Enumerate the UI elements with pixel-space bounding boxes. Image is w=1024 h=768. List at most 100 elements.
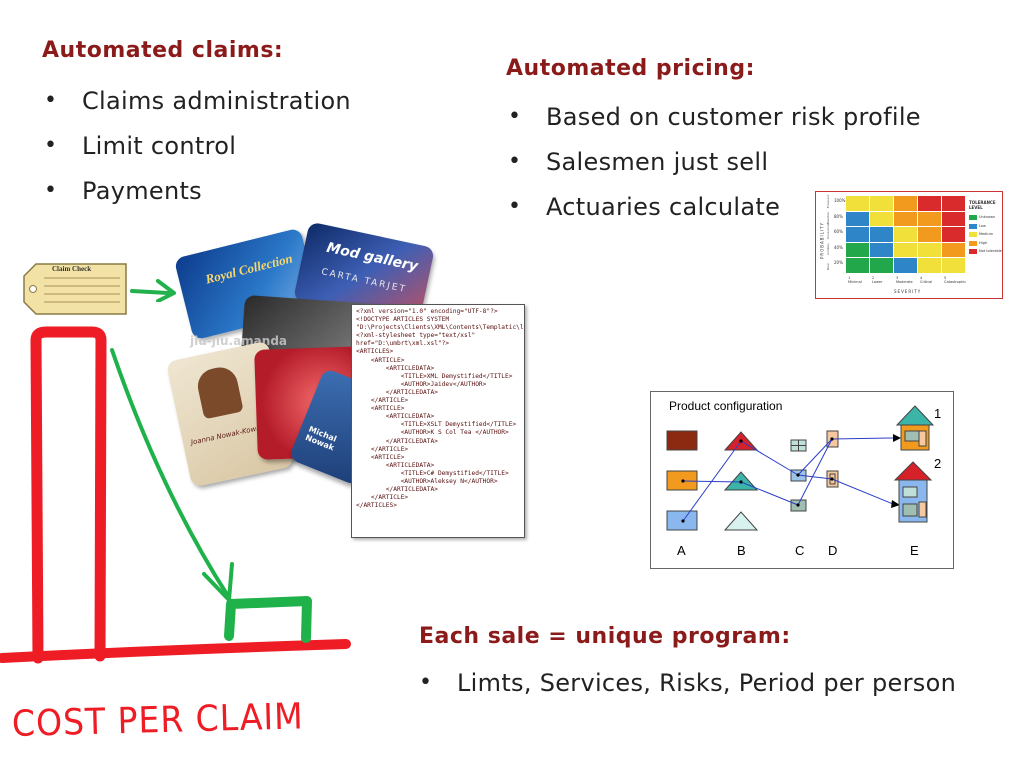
product-config-graphic bbox=[666, 405, 935, 531]
heatmap-x-tick: 3 Moderate bbox=[896, 276, 913, 284]
heatmap-y-tick: 20% bbox=[834, 260, 843, 266]
heatmap-cell bbox=[846, 196, 869, 211]
column-label-e: E bbox=[910, 543, 919, 558]
xml-line: <?xml-stylesheet type="text/xsl" bbox=[356, 332, 476, 340]
list-item: Limit control bbox=[44, 132, 402, 177]
sale-heading: Each sale = unique program: bbox=[419, 624, 791, 649]
heatmap-cell bbox=[942, 242, 965, 258]
heatmap-cell bbox=[918, 227, 941, 242]
list-item: Actuaries calculate bbox=[508, 193, 976, 238]
list-item: Payments bbox=[44, 177, 402, 222]
sale-list: Limts, Services, Risks, Period per perso… bbox=[419, 669, 1019, 714]
list-item: Claims administration bbox=[44, 87, 402, 132]
xml-line: <AUTHOR>Aleksey N</AUTHOR> bbox=[356, 477, 498, 485]
heatmap-x-ticks: 1 Minimal 2 Lower 3 Moderate 4 Critical 5 Ca… bbox=[846, 276, 966, 286]
square-brown bbox=[666, 430, 698, 451]
heatmap-legend-swatch bbox=[969, 223, 977, 229]
list-item: Salesmen just sell bbox=[508, 148, 976, 193]
xml-line: </ARTICLE> bbox=[356, 494, 409, 502]
tall-bar-red bbox=[30, 326, 107, 664]
column-label-d: D bbox=[828, 543, 838, 558]
heatmap-y-tick: 40% bbox=[834, 244, 843, 250]
xml-line: <ARTICLES> bbox=[356, 348, 394, 356]
cards-image: Royal Collection Mod gallery CARTA TARJE… bbox=[165, 221, 462, 492]
column-label-b: B bbox=[737, 543, 746, 558]
xml-line: <!DOCTYPE ARTICLES SYSTEM bbox=[356, 316, 450, 324]
triangle-pale bbox=[723, 511, 759, 531]
heatmap-y-tick: 80% bbox=[834, 213, 843, 219]
xml-line: <ARTICLE> bbox=[356, 356, 405, 364]
xml-line: href="D:\umbrt\xml.xsl"?> bbox=[356, 340, 450, 348]
heatmap-cell bbox=[846, 227, 869, 242]
heatmap-legend-label: Medium bbox=[979, 232, 993, 236]
heatmap-grid bbox=[846, 196, 966, 274]
heatmap-cell bbox=[894, 196, 917, 211]
heatmap-cell bbox=[870, 211, 893, 227]
small-bar-green bbox=[224, 596, 312, 643]
heatmap-x-axis-label: SEVERITY bbox=[894, 289, 922, 294]
heatmap-cell bbox=[894, 211, 917, 227]
column-label-a: A bbox=[677, 543, 686, 558]
xml-line: <?xml version="1.0" encoding="UTF-8"?> bbox=[356, 308, 498, 315]
xml-line: </ARTICLEDATA> bbox=[356, 486, 438, 494]
heatmap-cell bbox=[942, 196, 965, 211]
heatmap-cell bbox=[918, 258, 941, 273]
heatmap-cell bbox=[870, 196, 893, 211]
house-number-1: 1 bbox=[934, 406, 942, 421]
heatmap-legend-item: Unknown bbox=[969, 214, 1001, 221]
column-label-c: C bbox=[795, 543, 805, 558]
heatmap-y-axis-label: PROBABILITY bbox=[819, 221, 825, 260]
heatmap-cell bbox=[918, 196, 941, 211]
xml-line: </ARTICLE> bbox=[356, 445, 409, 453]
green-arrow-icon bbox=[130, 279, 176, 302]
heatmap-cell bbox=[918, 211, 941, 227]
xml-line: </ARTICLE> bbox=[356, 397, 409, 405]
product-config-diagram: Product configuration bbox=[650, 391, 954, 569]
heatmap-legend-swatch bbox=[969, 240, 977, 246]
heatmap-y-tick: 100% bbox=[834, 198, 846, 203]
xml-line: "D:\Projects\Clients\XML\Contents\Templa… bbox=[356, 324, 524, 332]
claims-heading: Automated claims: bbox=[42, 38, 284, 63]
heatmap-y-word: Occasional bbox=[826, 222, 830, 240]
list-item: Limts, Services, Risks, Period per perso… bbox=[419, 669, 1019, 714]
heatmap-cell bbox=[894, 227, 917, 242]
xml-line: <ARTICLE> bbox=[356, 453, 405, 461]
heatmap-legend-swatch bbox=[969, 232, 977, 237]
heatmap-legend-label: Unknown bbox=[979, 215, 996, 219]
pricing-heading: Automated pricing: bbox=[506, 56, 755, 81]
heatmap-cell bbox=[846, 242, 869, 258]
heatmap-cell bbox=[942, 258, 965, 273]
heatmap-cell bbox=[894, 242, 917, 258]
heatmap-x-tick: 4 Critical bbox=[920, 276, 933, 284]
heatmap-x-tick: 5 Catastrophic bbox=[944, 276, 967, 284]
heatmap-legend-item: Low bbox=[969, 223, 1001, 230]
cost-per-claim-label: COST PER CLAIM bbox=[11, 696, 305, 745]
xml-line: </ARTICLES> bbox=[356, 502, 397, 510]
down-arrow-green bbox=[110, 348, 230, 598]
claim-tag-icon bbox=[23, 263, 127, 315]
xml-document: <?xml version="1.0" encoding="UTF-8"?><!… bbox=[351, 304, 525, 538]
heatmap-legend-title: TOLERANCE LEVEL bbox=[969, 200, 996, 210]
house-2-icon bbox=[893, 461, 933, 523]
claim-tag-label: Claim Check bbox=[52, 265, 92, 273]
product-config-title: Product configuration bbox=[669, 399, 783, 413]
card-carta-label: CARTA TARJET bbox=[320, 267, 408, 296]
list-item: Based on customer risk profile bbox=[508, 103, 976, 148]
heatmap-cell bbox=[942, 211, 965, 227]
heatmap-x-tick: 2 Lower bbox=[872, 276, 883, 284]
xml-line: <TITLE>XML Demystified</TITLE> bbox=[356, 372, 513, 380]
xml-line: <AUTHOR>K S Col Tea </AUTHOR> bbox=[356, 429, 509, 437]
heatmap-y-word: Frequent bbox=[826, 194, 830, 208]
heatmap-cell bbox=[870, 258, 893, 273]
heatmap-legend-item: High bbox=[969, 240, 1001, 247]
pricing-section: Automated pricing: Based on customer ris… bbox=[506, 56, 976, 238]
heatmap-cell bbox=[870, 227, 893, 242]
card-royal-label: Royal Collection bbox=[203, 250, 295, 287]
heatmap-legend-label: High bbox=[979, 240, 988, 245]
heatmap-x-tick: 1 Minimal bbox=[848, 276, 862, 284]
heatmap-legend-label: Low bbox=[979, 223, 986, 228]
xml-code: <?xml version="1.0" encoding="UTF-8"?><!… bbox=[352, 305, 524, 513]
xml-line: <TITLE>XSLT Demystified</TITLE> bbox=[356, 421, 517, 429]
card-mod-label: Mod gallery bbox=[324, 239, 420, 275]
